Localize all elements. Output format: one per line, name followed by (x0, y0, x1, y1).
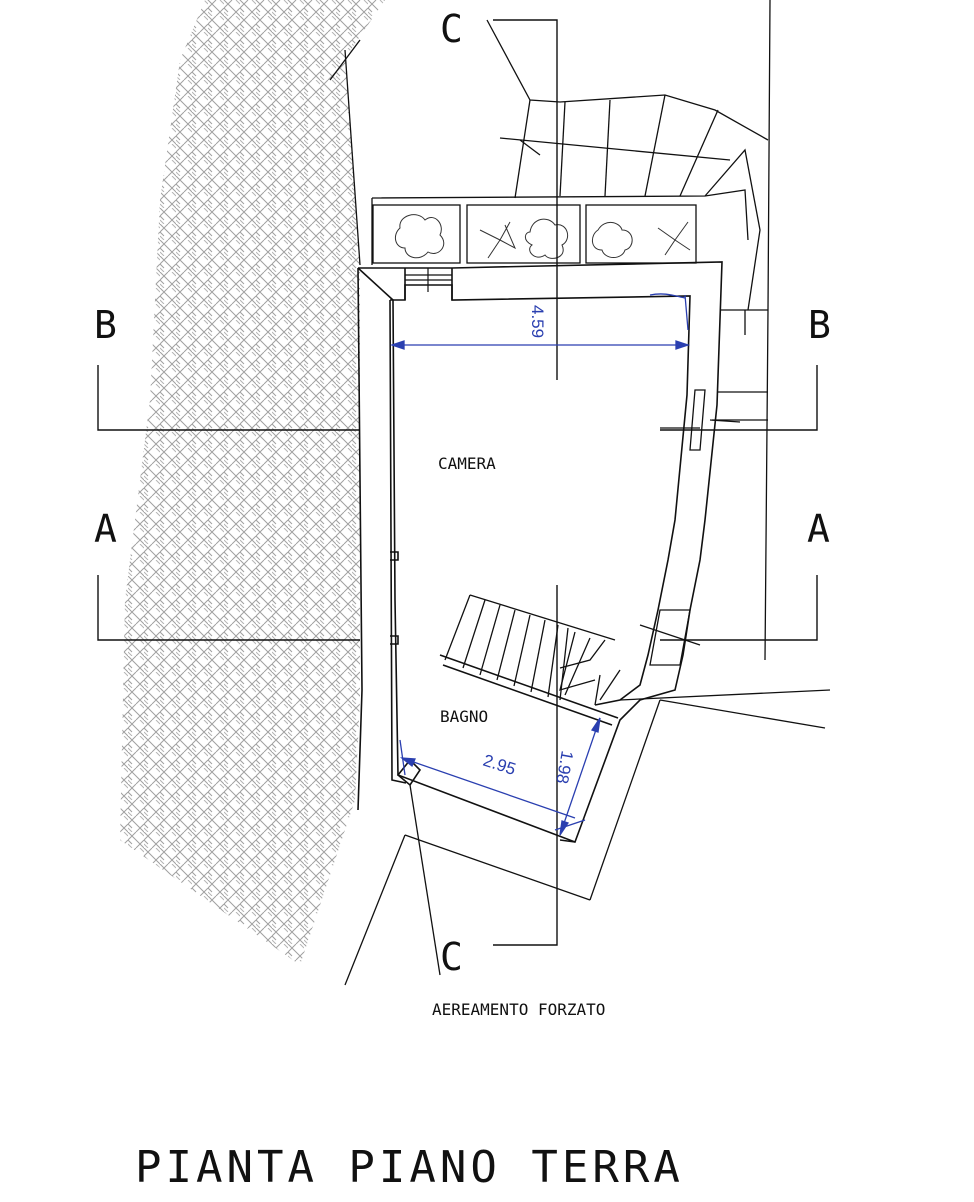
upper-terrace (329, 19, 769, 311)
section-label-a-left: A (94, 507, 117, 551)
planter-shrubs (394, 214, 691, 259)
section-label-a-right: A (807, 507, 830, 551)
right-side-structures (344, 0, 831, 986)
entrance-steps (405, 268, 452, 292)
staircase (444, 594, 621, 706)
room-label-bagno: BAGNO (440, 707, 488, 726)
section-label-c-bottom: C (440, 935, 463, 979)
building-walls (357, 261, 723, 844)
section-a-right-line (660, 575, 818, 641)
section-c-top-line (493, 19, 558, 380)
dimension-lines (389, 293, 691, 836)
section-c-bottom-line (493, 585, 558, 946)
section-b-left-line (97, 365, 360, 431)
section-label-c-top: C (440, 7, 463, 51)
section-label-b-right: B (808, 303, 831, 347)
plan-title: PIANTA PIANO TERRA (135, 1142, 684, 1193)
dimension-bagno-depth: 1.98 (552, 749, 576, 785)
section-lines (97, 19, 818, 946)
room-label-camera: CAMERA (438, 454, 496, 473)
section-a-left-line (97, 575, 360, 641)
section-b-right-line (660, 365, 818, 431)
rock-hatch-area (120, 0, 385, 965)
dimension-bagno-width: 2.95 (481, 751, 518, 779)
ventilation-note: AEREAMENTO FORZATO (432, 1000, 605, 1019)
dimension-camera-width: 4.59 (528, 305, 547, 338)
section-label-b-left: B (94, 303, 117, 347)
